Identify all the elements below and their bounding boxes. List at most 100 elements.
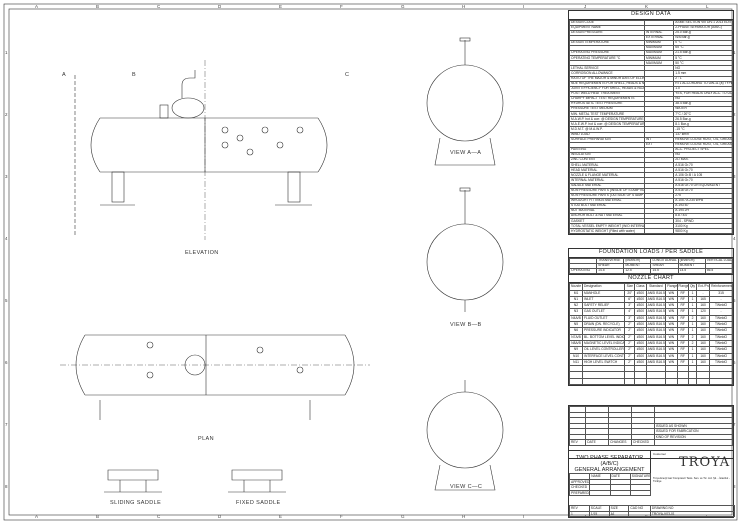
nozzle-empty-row-cell — [665, 371, 678, 379]
revision-note-row: ISSUED AS SHOWN — [568, 422, 734, 429]
nozzle-row-cell: RF — [676, 358, 689, 367]
grid-label: 7 — [733, 422, 736, 427]
nozzle-row-cell: 1 — [687, 295, 698, 304]
nozzle-row-cell: #300 — [634, 358, 647, 367]
nozzle-row-cell: 160 — [696, 314, 711, 323]
title-bottom-values-cell: 1 — [569, 510, 590, 517]
nozzle-row-cell: #300 — [634, 302, 647, 310]
nozzle-row-cell: - — [709, 295, 733, 304]
elevation-label: ELEVATION — [185, 250, 219, 256]
nozzle-empty-row-cell — [709, 371, 733, 379]
title-bottom-labels-cell: DRAWING NO — [649, 505, 736, 512]
title-bottom-values-cell: 1/15 — [588, 510, 610, 517]
revision-note-row: KIND OF REVISION — [568, 433, 734, 440]
nozzle-row-cell: 120 — [696, 308, 711, 316]
grid-label: 2 — [5, 112, 8, 117]
grid-label: A — [35, 514, 39, 519]
view-b-b — [426, 187, 504, 312]
revision-empty-row-cell — [653, 406, 734, 413]
nozzle-row-cell: WN — [665, 295, 678, 304]
view-a-label: VIEW A—A — [450, 150, 482, 156]
nozzle-header-row: Nozzle NoDesignationSizeClassStandardFla… — [568, 283, 733, 291]
grid-label: I — [523, 514, 525, 519]
nozzle-row-cell: 1 — [687, 358, 698, 367]
nozzle-row-cell: 1 — [687, 321, 698, 329]
nozzle-row-cell: 2 — [687, 339, 698, 348]
nozzle-empty-row-cell — [696, 365, 711, 373]
fixed-saddle — [287, 171, 301, 203]
grid-label: D — [218, 4, 222, 9]
grid-label: J — [584, 514, 587, 519]
company-info: Troya Enerji Gaz Kompresör Tesis. San. v… — [653, 477, 730, 483]
nozzle-empty-row-cell — [634, 365, 647, 373]
revision-note-row-cell — [568, 433, 587, 440]
nozzle-header-row-cell: Nozzle No — [568, 283, 584, 291]
foundation-operating-row-cell: 14.5 — [596, 267, 625, 274]
nozzle-row-cell: 160 — [696, 346, 711, 354]
grid-label: E — [279, 4, 283, 9]
customer-label: Customer — [653, 452, 667, 456]
nozzle-row-cell: TWeldO — [709, 333, 733, 341]
nozzle-row-cell: 2 — [687, 314, 698, 323]
grid-label: L — [706, 4, 709, 9]
grid-label: B — [96, 514, 100, 519]
nozzle-row-cell: WN — [665, 346, 678, 354]
signature-row: PREPARED — [568, 489, 652, 496]
nozzle-row-cell: OIL LEVEL CONTROLLER — [582, 346, 626, 354]
nozzle-row-cell: 315 — [709, 289, 733, 297]
nozzle-row-cell: TWeldO — [709, 339, 733, 348]
grid-label: A — [35, 4, 39, 9]
nozzle-row-cell: RF — [676, 302, 689, 310]
nozzle-empty-row-cell — [582, 377, 626, 386]
design-data-row-cell: 9800 Kg — [673, 228, 733, 235]
nozzle-row-cell: RF — [676, 346, 689, 354]
nozzle-row-cell: TWeldO — [709, 302, 733, 310]
grid-label: K — [645, 4, 649, 9]
nozzle-row-cell: #300 — [634, 333, 647, 341]
title-bottom-labels-cell: CAD NO — [628, 505, 651, 512]
signature-row-cell: CHECKED — [568, 484, 591, 491]
nozzle-row-cell: 160 — [696, 333, 711, 341]
nozzle-row-cell: #300 — [634, 346, 647, 354]
nozzle-empty-row — [568, 371, 733, 379]
nozzle-row-cell: WN — [665, 308, 678, 316]
nozzle-row-cell: RF — [676, 352, 689, 360]
grid-label: 2 — [733, 112, 736, 117]
nozzle-row-cell: WN — [665, 289, 678, 297]
nozzle-empty-row-cell — [624, 377, 636, 386]
nozzle-row-cell: TWeldO — [709, 314, 733, 323]
signature-row: CHECKED — [568, 484, 652, 491]
fixed-saddle-label: FIXED SADDLE — [236, 500, 281, 506]
nozzle-row-cell: MAGNETIC LEVEL INDICATOR — [582, 339, 626, 348]
title-block: TWO PHASE SEPARATOR (A/B/C) GENERAL ARRA… — [568, 450, 736, 518]
nozzle-row: N7A/BBL. BOTTOM LEVEL INDICATOR2"#300ANS… — [568, 333, 733, 341]
grid-label: E — [279, 514, 283, 519]
nozzle-row-cell: 1 — [687, 302, 698, 310]
signature-row-cell — [589, 489, 611, 496]
nozzle-row-cell: FLUID OUTLET — [582, 314, 626, 323]
nozzle-row-cell: #300 — [634, 339, 647, 348]
grid-label: 8 — [733, 484, 736, 489]
nozzle-row-cell: WN — [665, 333, 678, 341]
nozzle-empty-row-cell — [568, 377, 584, 386]
grid-label: C — [157, 4, 161, 9]
nozzle-row-cell: 2 — [687, 333, 698, 341]
nozzle-row-cell: #300 — [634, 327, 647, 335]
nozzle-row-cell: - — [709, 308, 733, 316]
grid-label: H — [462, 514, 466, 519]
revision-empty-row-cell — [568, 406, 587, 413]
section-mark-a: A — [62, 72, 67, 78]
nozzle-row-cell: TWeldO — [709, 352, 733, 360]
grid-label: D — [218, 514, 222, 519]
revision-note-row: ISSUED FOR FABRICATION — [568, 428, 734, 435]
nozzle-empty-row-cell — [634, 371, 647, 379]
nozzle-row-cell: INLET — [582, 295, 626, 304]
nozzle-row-cell: WN — [665, 339, 678, 348]
